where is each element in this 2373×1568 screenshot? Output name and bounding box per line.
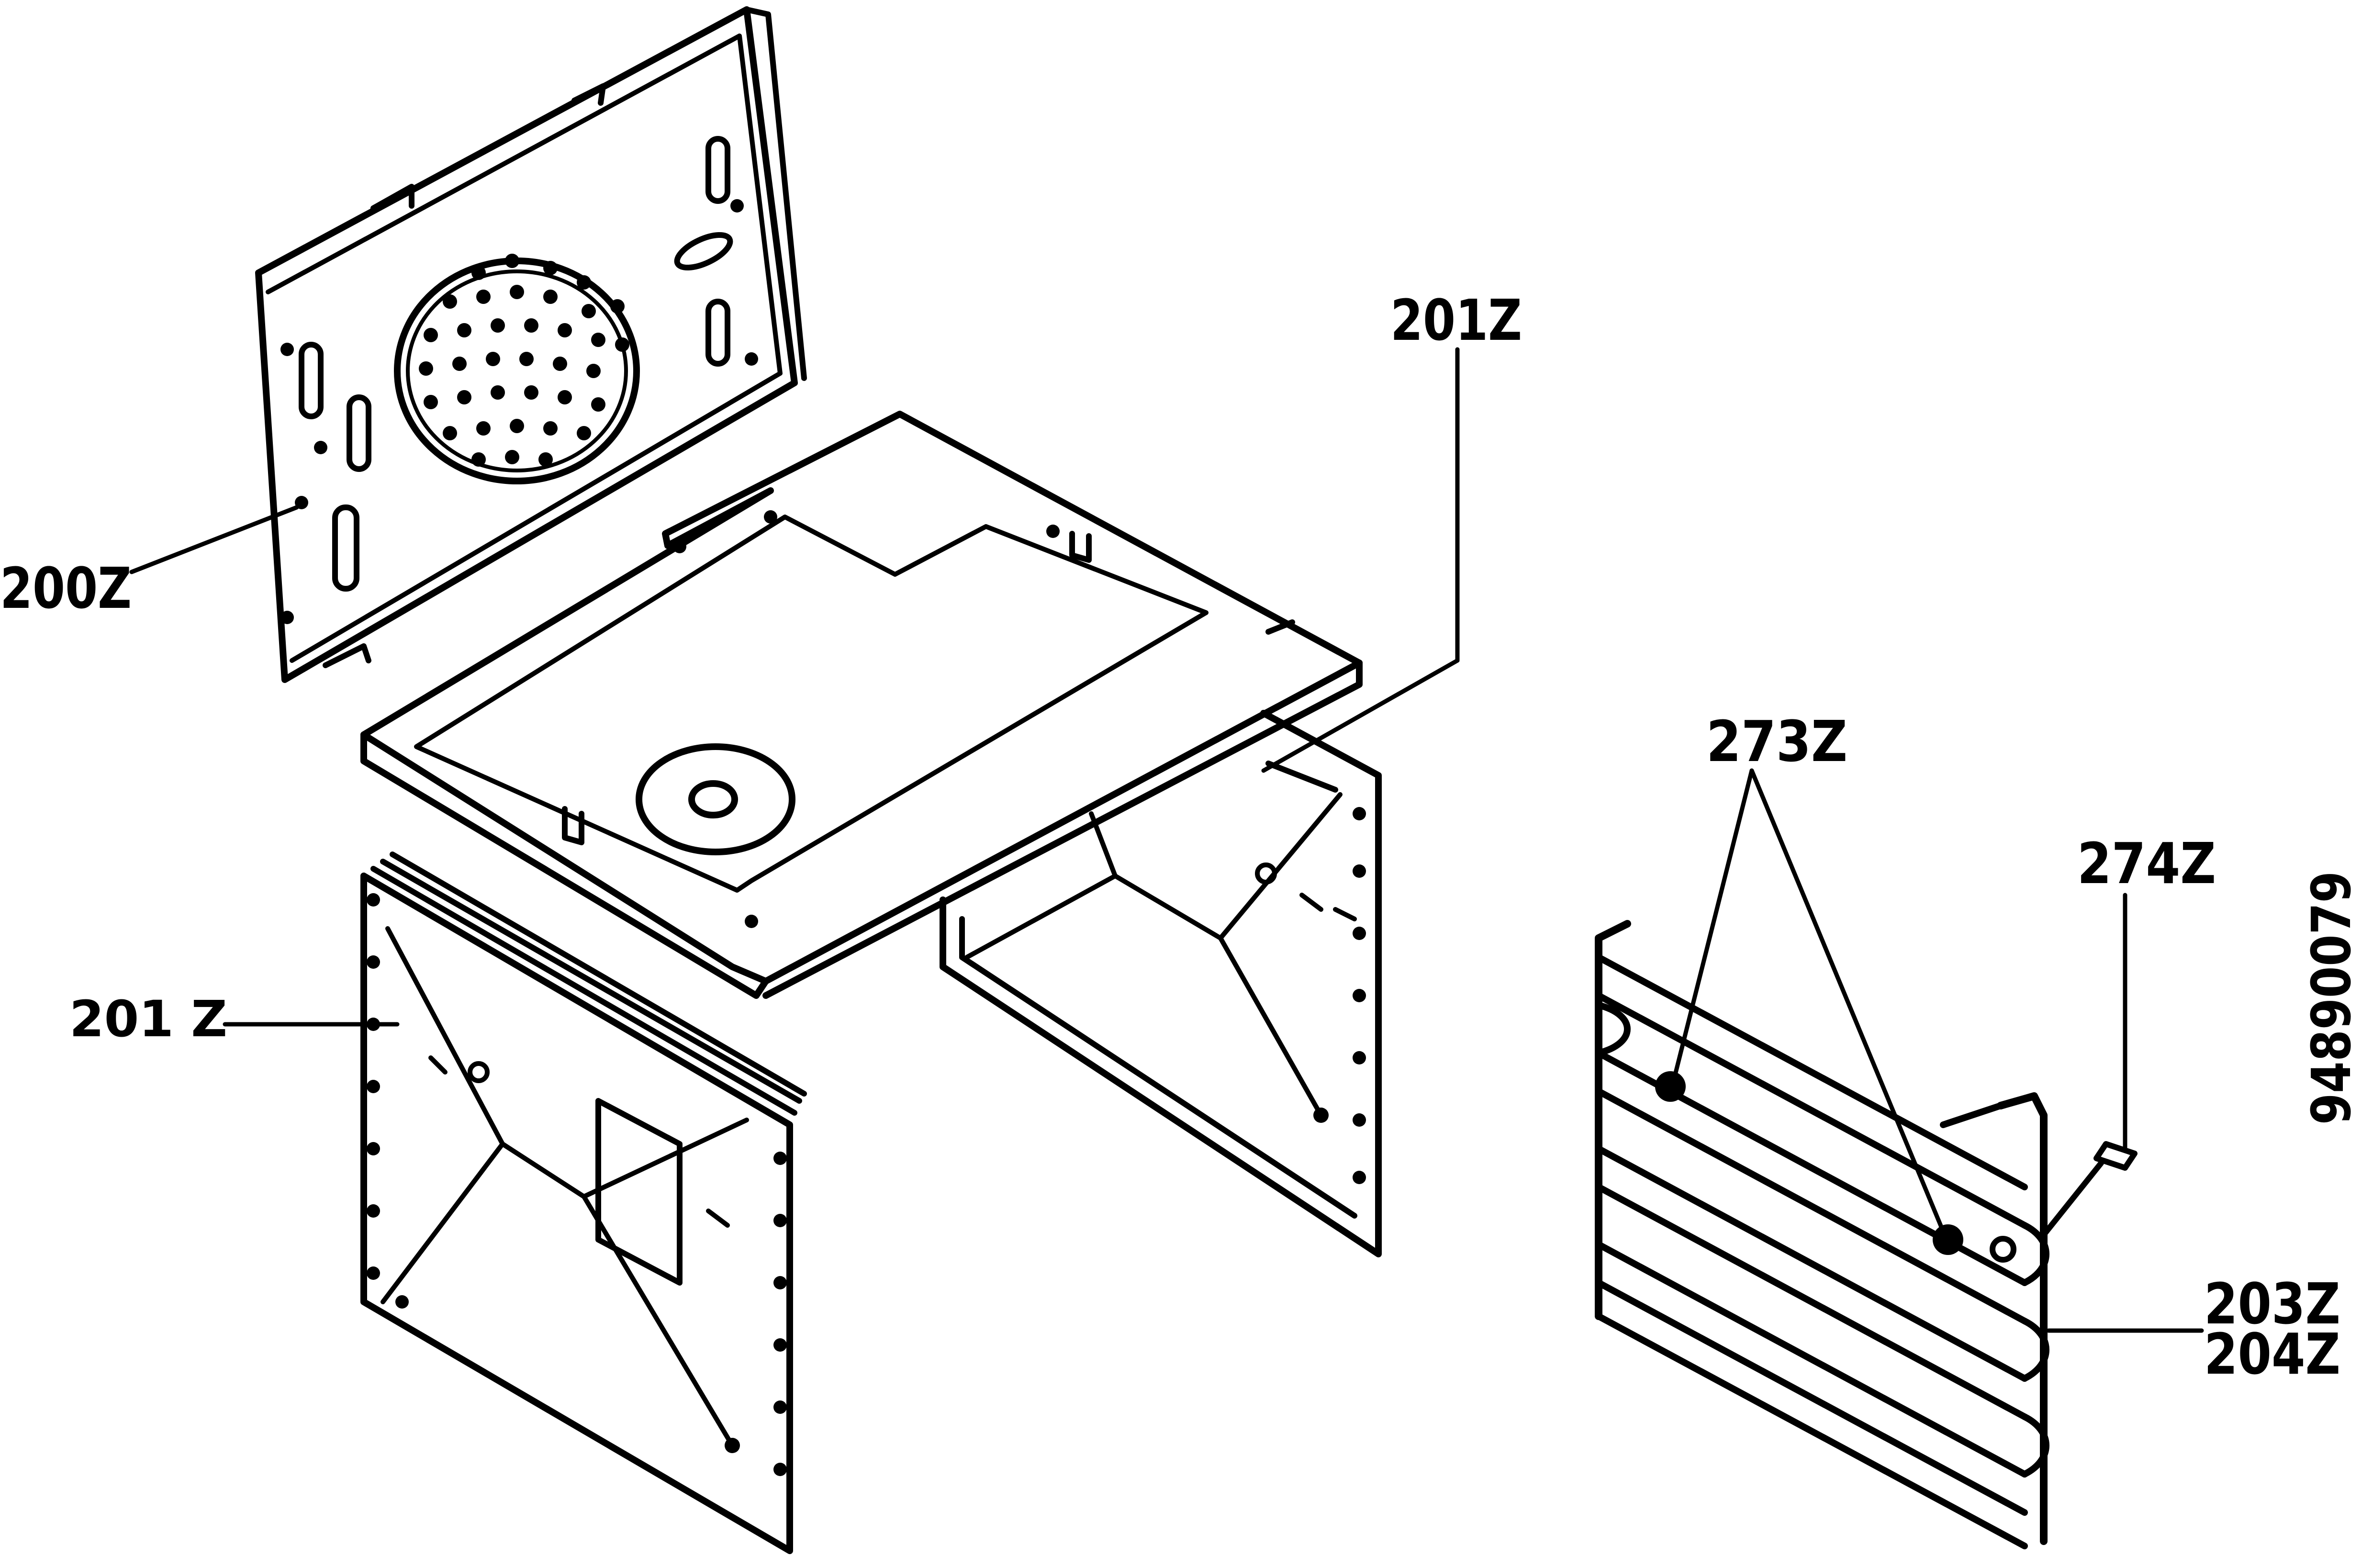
drawing-number: 94890079 [2301,871,2363,1125]
label-203z: 203Z [2204,1271,2340,1337]
grill-element-assembly [1595,920,2049,1549]
right-side-panel [940,710,1382,1257]
left-side-panel-201z [360,851,807,1554]
back-panel-200z [255,6,807,683]
label-273z: 273Z [1706,708,1847,774]
bracket-274z [2041,1141,2138,1238]
top-panel-ring [636,743,795,855]
grille-holes [419,254,629,467]
label-274z: 274Z [2077,830,2216,896]
label-201z-top: 201Z [1390,287,1522,353]
label-200z: 200Z [0,555,132,621]
top-panel-201z [360,411,1363,999]
leader-lines [129,347,2204,1333]
element-terminal-left [1655,1071,1686,1102]
label-204z: 204Z [2204,1321,2340,1387]
label-201z-side: 201 Z [69,990,227,1048]
element-terminal-right [1933,1224,1963,1255]
